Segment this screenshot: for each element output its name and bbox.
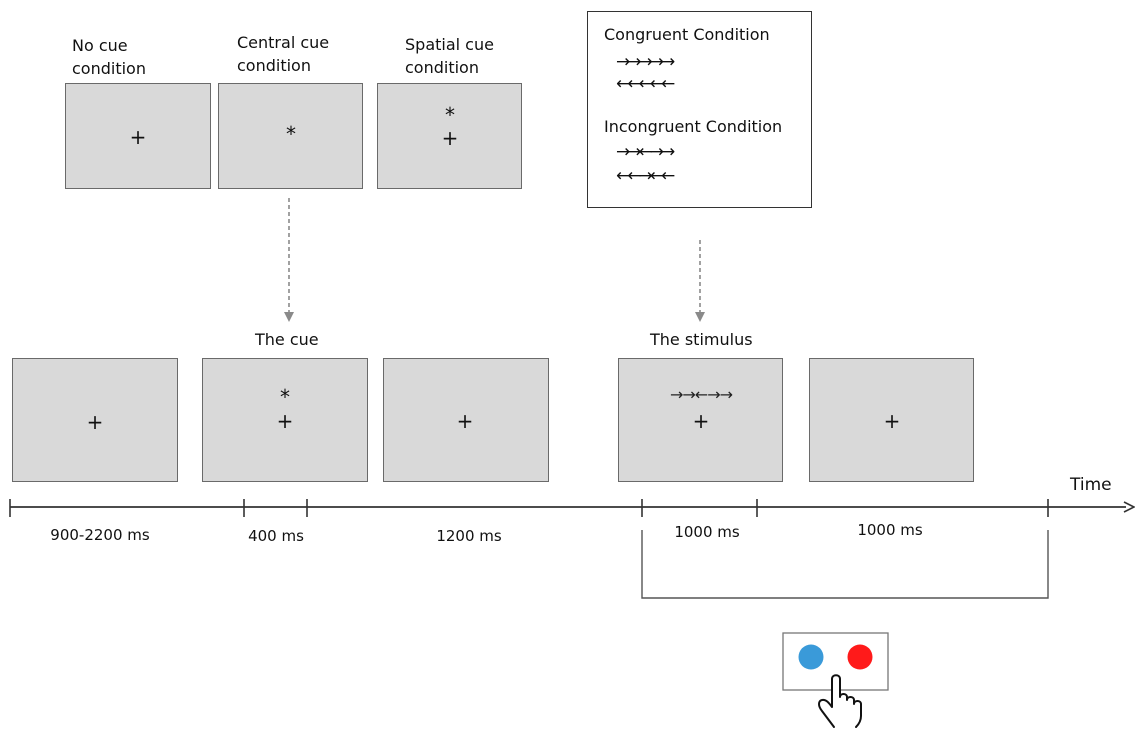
time-axis-label: Time: [1070, 475, 1112, 495]
central-cue-screen: *: [218, 83, 363, 189]
left-response-button[interactable]: [798, 644, 824, 670]
fixation-cross: +: [441, 126, 459, 150]
no-cue-condition-label: No cue condition: [72, 36, 146, 78]
fixation-screen-1: +: [12, 358, 178, 482]
congruent-row-right: →→→→→: [616, 52, 675, 72]
fixation-cross: +: [86, 410, 104, 434]
stimulus-arrows: →→←→→: [669, 385, 733, 404]
right-response-button[interactable]: [847, 644, 873, 670]
flanker-conditions-box: Congruent Condition →→→→→ ←←←←← Incongru…: [587, 11, 812, 208]
congruent-condition-title: Congruent Condition: [604, 25, 770, 44]
central-cue-condition-label: Central cue condition: [237, 33, 330, 75]
the-stimulus-label: The stimulus: [650, 330, 753, 349]
spatial-cue-asterisk: *: [445, 103, 455, 127]
stimulus-connector-arrowhead: [695, 312, 705, 322]
time-axis-arrowhead: [1123, 501, 1135, 513]
incongruent-condition-title: Incongruent Condition: [604, 117, 783, 136]
cue-screen: * +: [202, 358, 368, 482]
stimulus-screen: →→←→→ +: [618, 358, 783, 482]
duration-fixation: 900-2200 ms: [50, 526, 150, 544]
fixation-cross: +: [129, 125, 147, 149]
pointing-hand-icon: [818, 674, 862, 728]
spatial-cue-condition-label: Spatial cue condition: [405, 35, 494, 77]
duration-response: 1000 ms: [857, 521, 923, 539]
congruent-row-left: ←←←←←: [616, 74, 675, 94]
fixation-screen-3: +: [809, 358, 974, 482]
duration-stimulus: 1000 ms: [674, 523, 740, 541]
fixation-cross: +: [883, 409, 901, 433]
fixation-cross: +: [456, 409, 474, 433]
fixation-cross: +: [276, 409, 294, 433]
duration-post-cue: 1200 ms: [436, 527, 502, 545]
no-cue-screen: +: [65, 83, 211, 189]
cue-connector-arrowhead: [284, 312, 294, 322]
spatial-cue-screen: * +: [377, 83, 522, 189]
duration-cue: 400 ms: [248, 527, 304, 545]
the-cue-label: The cue: [255, 330, 319, 349]
cue-asterisk: *: [280, 385, 290, 409]
fixation-screen-2: +: [383, 358, 549, 482]
incongruent-row-right: →→←→→: [616, 142, 675, 162]
response-window-bracket: [641, 530, 1049, 599]
central-cue-asterisk: *: [286, 122, 296, 146]
incongruent-row-left: ←←→←←: [616, 166, 675, 186]
fixation-cross: +: [692, 409, 710, 433]
